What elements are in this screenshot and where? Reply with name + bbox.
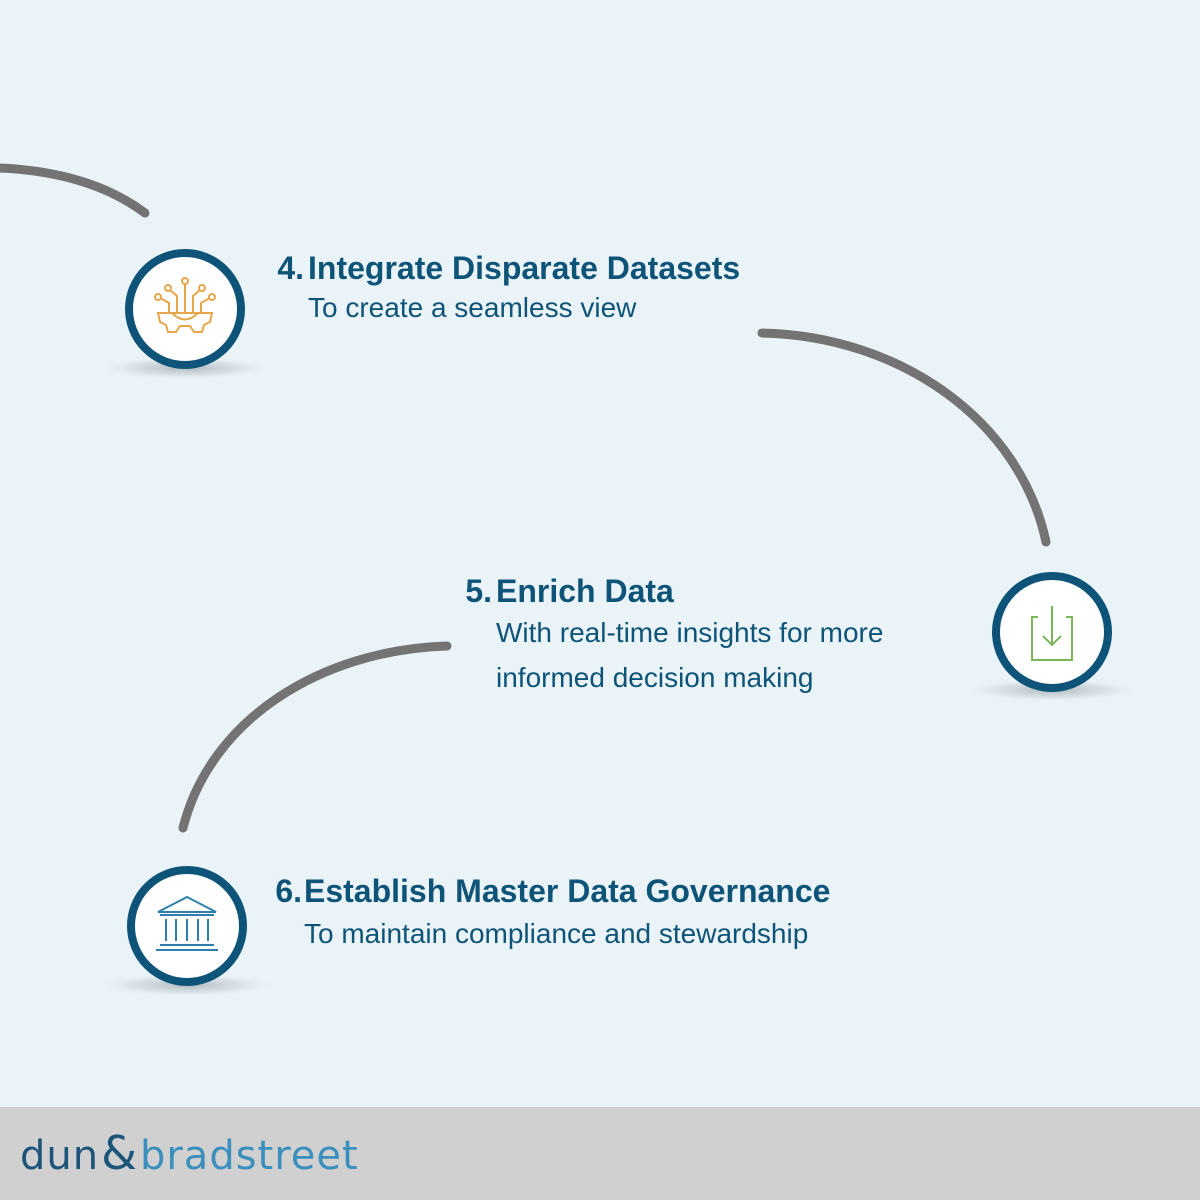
brand-logo-ampersand: & [101, 1126, 138, 1180]
brand-logo-dun: dun [20, 1133, 100, 1179]
step-5-number: 5. [465, 573, 492, 609]
step-6-node [127, 866, 247, 986]
connector-arc-bottom [178, 641, 452, 833]
brand-logo-bradstreet: bradstreet [139, 1133, 359, 1179]
step-4-node [125, 249, 245, 369]
step-6-number: 6. [275, 873, 302, 909]
connector-arc-top [0, 163, 150, 218]
data-integration-gear-icon [154, 277, 216, 333]
brand-logo: dun&bradstreet [20, 1128, 359, 1181]
step-5-title: Enrich Data [496, 573, 674, 609]
institution-building-icon [156, 895, 218, 951]
step-4-title: Integrate Disparate Datasets [308, 250, 741, 286]
step-5-description-line2: informed decision making [496, 662, 814, 693]
step-4-number: 4. [277, 250, 304, 286]
step-6-title: Establish Master Data Governance [304, 873, 831, 909]
connector-arc-middle [757, 328, 1051, 547]
footer-bar [0, 1107, 1200, 1200]
download-tray-icon [1031, 606, 1073, 661]
step-6-description: To maintain compliance and stewardship [304, 918, 809, 949]
step-5-node [992, 572, 1112, 692]
step-4-description: To create a seamless view [308, 292, 637, 323]
step-5-description-line1: With real-time insights for more [496, 617, 884, 648]
